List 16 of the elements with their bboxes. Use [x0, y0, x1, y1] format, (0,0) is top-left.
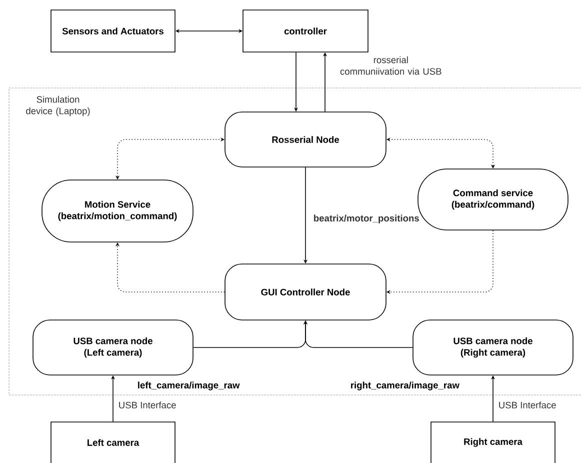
camera-box: Right camera — [430, 422, 556, 463]
controller-box: controller — [242, 10, 368, 52]
process-node: GUI Controller Node — [224, 264, 386, 320]
edge-label: USB Interface — [499, 402, 556, 408]
process-node: USB camera node (Left camera) — [32, 320, 194, 376]
edge-label: USB Interface — [119, 402, 176, 408]
edge-label: beatrix/motor_positions — [314, 214, 419, 224]
topic-label: left_camera/image_raw — [138, 382, 240, 390]
process-node: USB camera node (Right camera) — [412, 320, 574, 376]
service-node: Motion Service (beatrix/motion_command) — [42, 180, 194, 242]
topic-label: right_camera/image_raw — [351, 382, 460, 390]
component-box: Sensors and Actuators — [50, 10, 176, 52]
service-node: Command service (beatrix/command) — [418, 168, 568, 230]
edge-label: rosserial communiivation via USB — [340, 56, 442, 75]
camera-box: Left camera — [50, 422, 176, 463]
process-node: Rosserial Node — [224, 112, 386, 168]
